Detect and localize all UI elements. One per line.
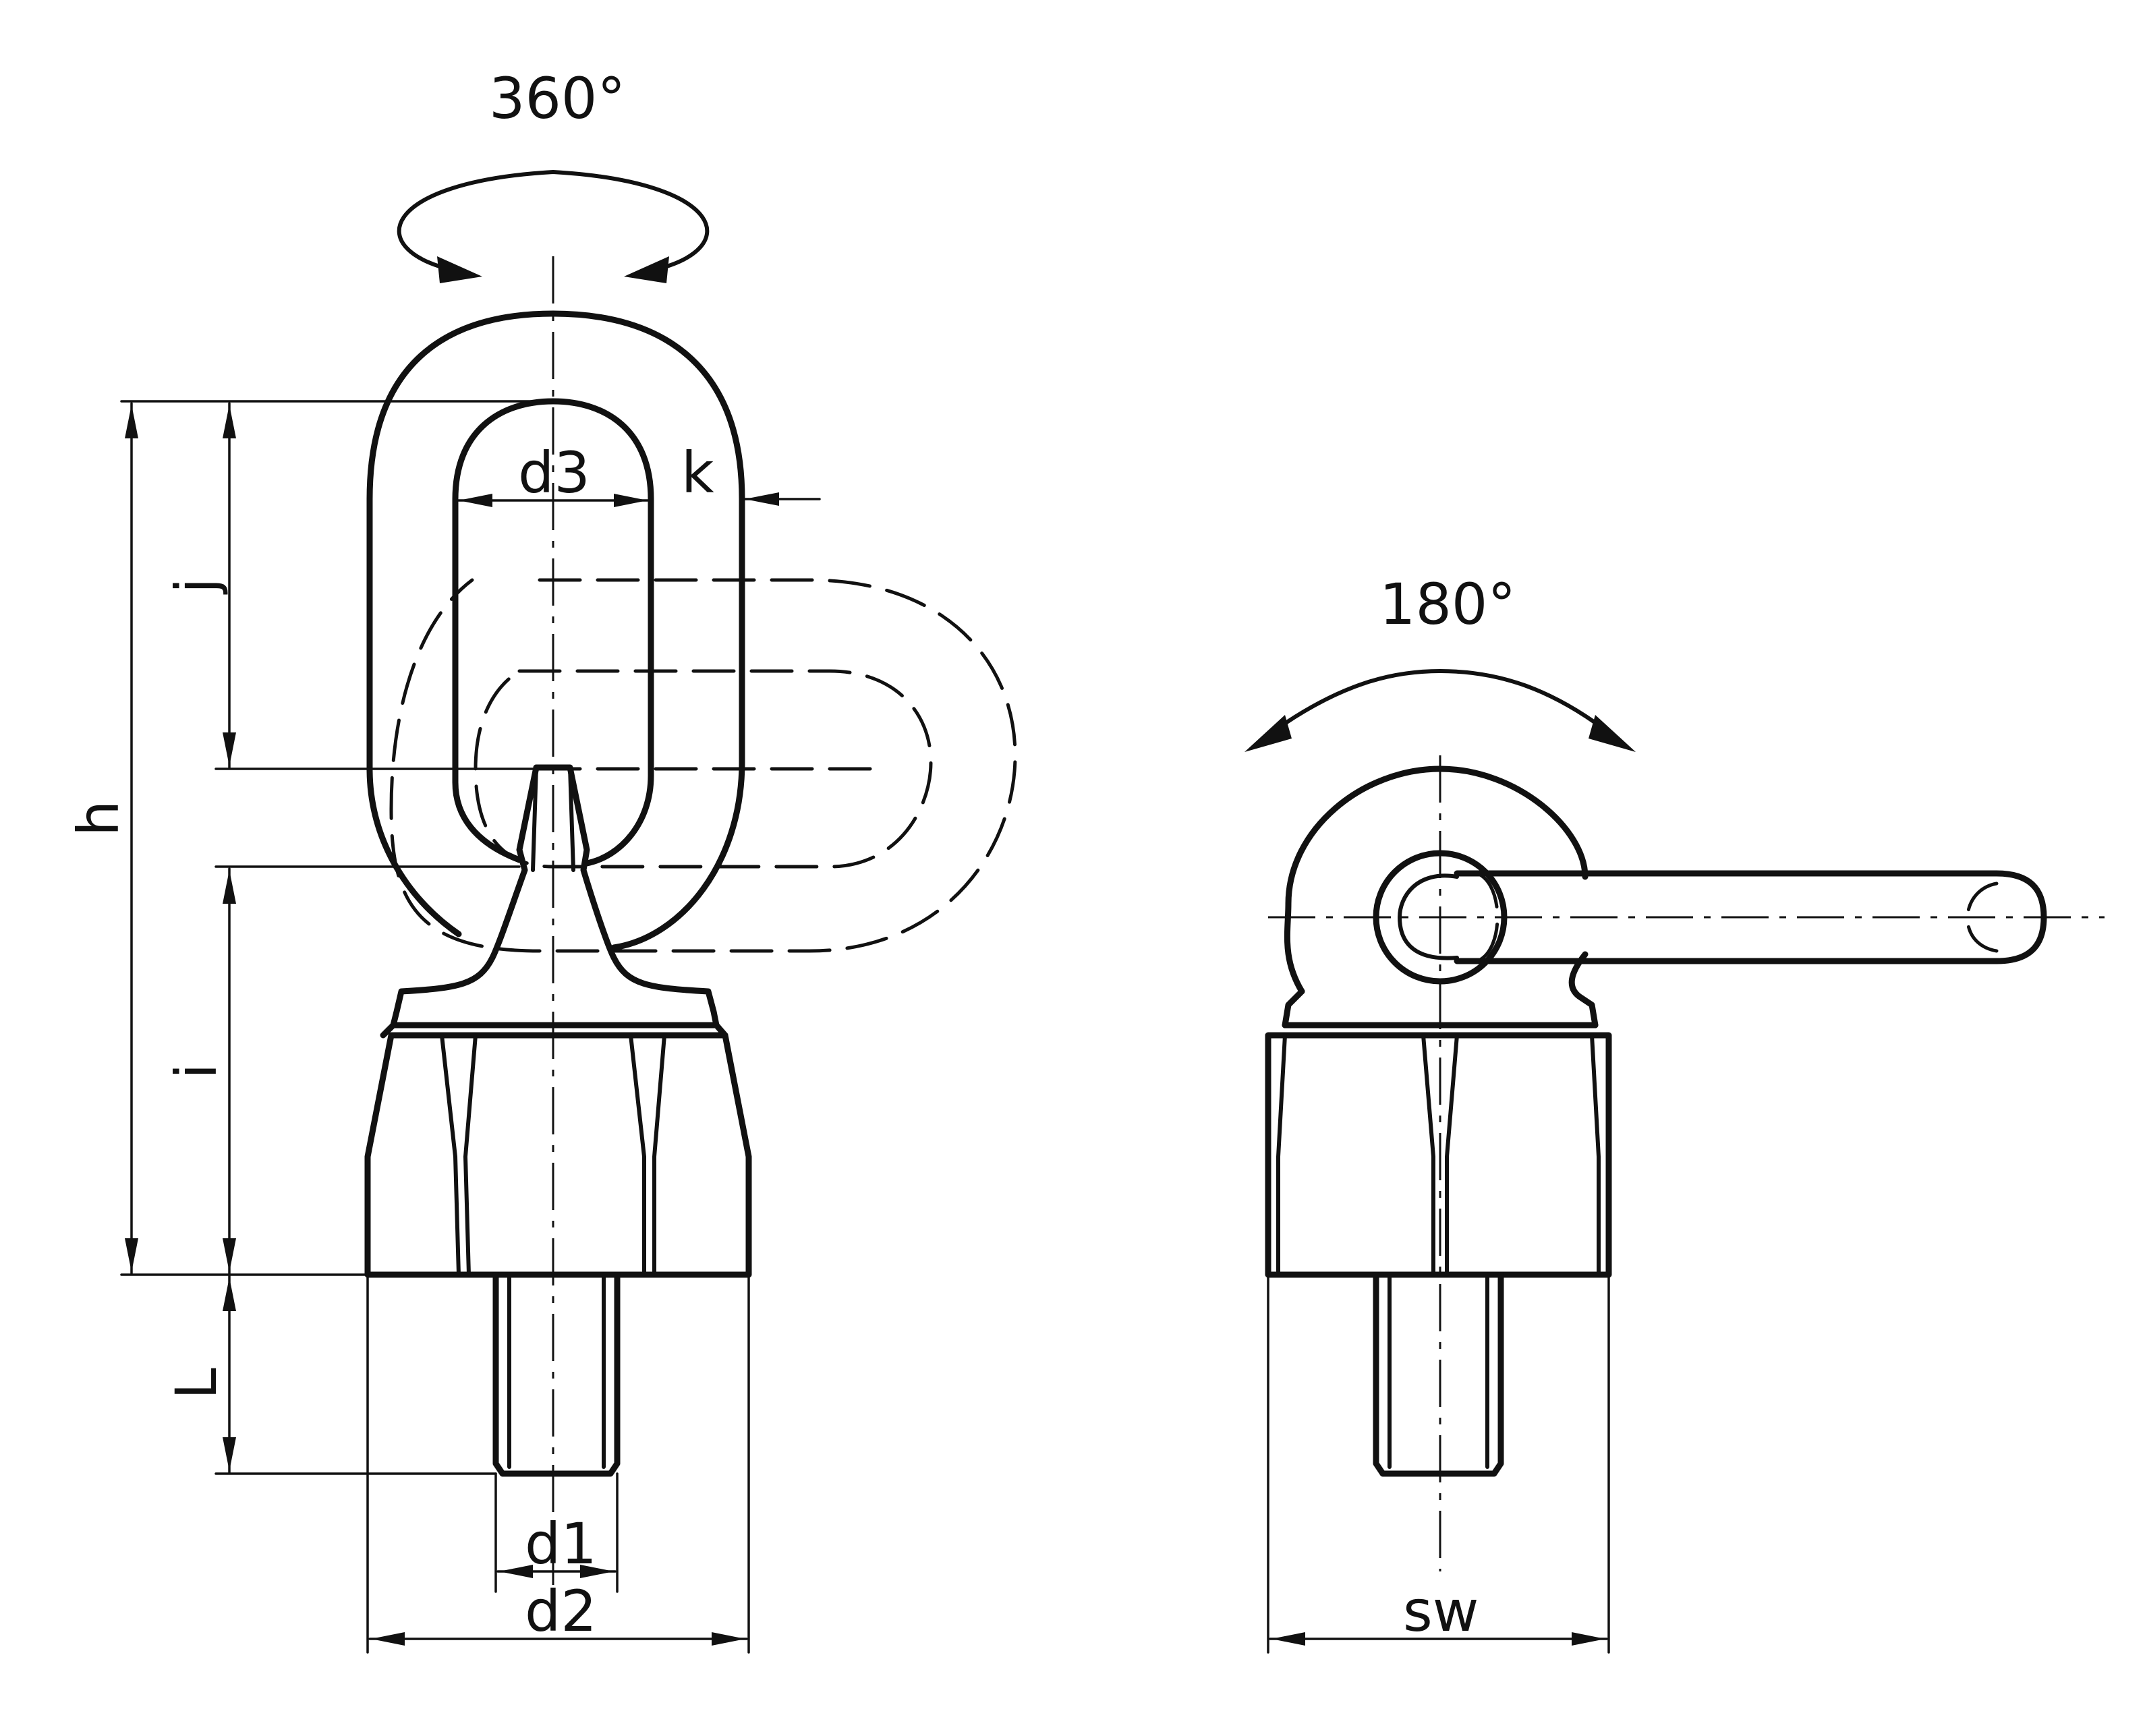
pivot-eye-hidden xyxy=(1475,871,1499,963)
ring-outer-left xyxy=(366,496,462,937)
rotation-180-arrowhead-right xyxy=(1589,715,1636,752)
ring-hidden-outer xyxy=(389,578,1017,953)
front-view: 360° d3 k xyxy=(65,65,1017,1654)
label-j: j xyxy=(163,578,229,595)
side-arm-hidden-end xyxy=(1966,881,1999,953)
side-threaded-bolt xyxy=(1373,1271,1504,1477)
swivel-stem xyxy=(533,764,720,1029)
dim-d2-arrow-l xyxy=(371,1632,405,1646)
dim-L-arrow-top xyxy=(223,1277,236,1311)
side-center-slot xyxy=(1421,1033,1459,1277)
label-h: h xyxy=(65,801,132,836)
base-ribs xyxy=(440,1033,666,1277)
threaded-bolt xyxy=(492,1271,621,1477)
pivot-eye-inner xyxy=(1398,873,1459,960)
dim-i-arrow-bottom xyxy=(223,1238,236,1272)
dim-d1-arrow-l xyxy=(499,1565,533,1578)
side-view: 180° sw xyxy=(1245,571,2105,1654)
label-i: i xyxy=(163,1064,229,1079)
base-collar xyxy=(380,1022,728,1039)
dim-h-arrow-bottom xyxy=(125,1238,138,1272)
side-base-body xyxy=(1265,1032,1612,1278)
rotation-arrow-360 xyxy=(397,170,710,272)
side-head-lower-right xyxy=(1568,951,1599,1029)
label-L: L xyxy=(163,1368,229,1399)
rotation-arrowhead-left xyxy=(437,256,482,283)
dim-h-arrow-top xyxy=(125,405,138,438)
base-body xyxy=(364,1032,752,1278)
label-180: 180° xyxy=(1379,571,1516,637)
label-d1: d1 xyxy=(525,1511,597,1577)
pivot-eye-outer xyxy=(1373,850,1508,985)
swivel-stem-left xyxy=(390,764,540,1029)
dim-k-arrow xyxy=(745,492,779,506)
dim-d1-arrow-r xyxy=(580,1565,614,1578)
side-arm xyxy=(1454,870,2047,964)
side-base-chamfer xyxy=(1276,1033,1601,1277)
ring-inner xyxy=(452,398,654,867)
stem-taper-r xyxy=(568,765,575,872)
rotation-arrow-180 xyxy=(1266,669,1614,737)
dim-L-arrow-bottom xyxy=(223,1437,236,1471)
dim-d3-arrow-l xyxy=(459,494,492,507)
dim-j-arrow-top xyxy=(223,405,236,438)
dim-d3-arrow-r xyxy=(614,494,648,507)
rotation-180-arrowhead-left xyxy=(1245,715,1292,752)
dim-j-arrow-bottom xyxy=(223,732,236,766)
label-360: 360° xyxy=(489,65,625,132)
ring-outer xyxy=(366,310,745,951)
label-k: k xyxy=(681,440,714,506)
ring-hidden-inner xyxy=(474,669,933,869)
label-d2: d2 xyxy=(525,1578,597,1644)
dim-d2-arrow-r xyxy=(712,1632,745,1646)
label-sw: sw xyxy=(1403,1578,1479,1644)
side-head-lower-left xyxy=(1282,988,1305,1029)
stem-taper-l xyxy=(531,765,538,872)
label-d3: d3 xyxy=(518,440,590,506)
side-head xyxy=(1284,765,1589,995)
rotation-arrowhead-right xyxy=(624,256,669,283)
dim-sw-arrow-l xyxy=(1271,1632,1305,1646)
dim-sw-arrow-r xyxy=(1572,1632,1605,1646)
dim-i-arrow-top xyxy=(223,870,236,904)
